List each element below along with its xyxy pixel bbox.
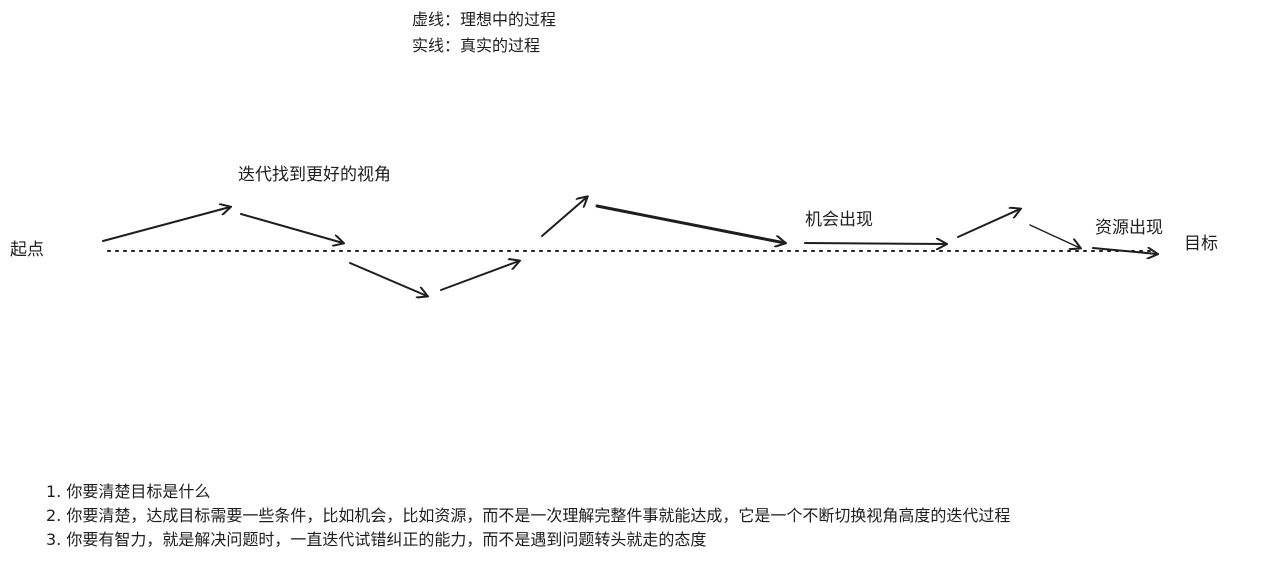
legend: 虚线：理想中的过程 实线：真实的过程	[412, 12, 556, 64]
notes-list: 1. 你要清楚目标是什么 2. 你要清楚，达成目标需要一些条件，比如机会，比如资…	[46, 484, 1010, 556]
legend-dashed-text: 虚线：理想中的过程	[412, 10, 557, 29]
resources-label: 资源出现	[1095, 218, 1163, 238]
real-path-arrow-3	[349, 262, 427, 296]
real-path-arrow-5	[541, 197, 587, 237]
real-path-arrow-6	[595, 204, 785, 243]
real-path-arrow-7	[804, 243, 946, 244]
real-path-arrow-2	[240, 213, 343, 243]
legend-solid-text: 实线：真实的过程	[412, 36, 541, 55]
real-path-arrow-1	[102, 207, 230, 242]
iterate-label: 迭代找到更好的视角	[238, 165, 391, 185]
note-item-1: 1. 你要清楚目标是什么	[46, 482, 211, 501]
note-item-2: 2. 你要清楚，达成目标需要一些条件，比如机会，比如资源，而不是一次理解完整件事…	[46, 506, 1011, 525]
real-path-arrow-10	[1092, 247, 1157, 254]
real-path-arrow-9	[1029, 224, 1080, 248]
opportunity-label: 机会出现	[805, 210, 873, 230]
real-path-arrow-4	[440, 261, 519, 291]
note-item-3: 3. 你要有智力，就是解决问题时，一直迭代试错纠正的能力，而不是遇到问题转头就走…	[46, 530, 707, 549]
goal-label: 目标	[1184, 234, 1218, 254]
start-label: 起点	[10, 240, 44, 260]
real-path	[102, 197, 1157, 296]
real-path-arrow-8	[957, 209, 1020, 238]
